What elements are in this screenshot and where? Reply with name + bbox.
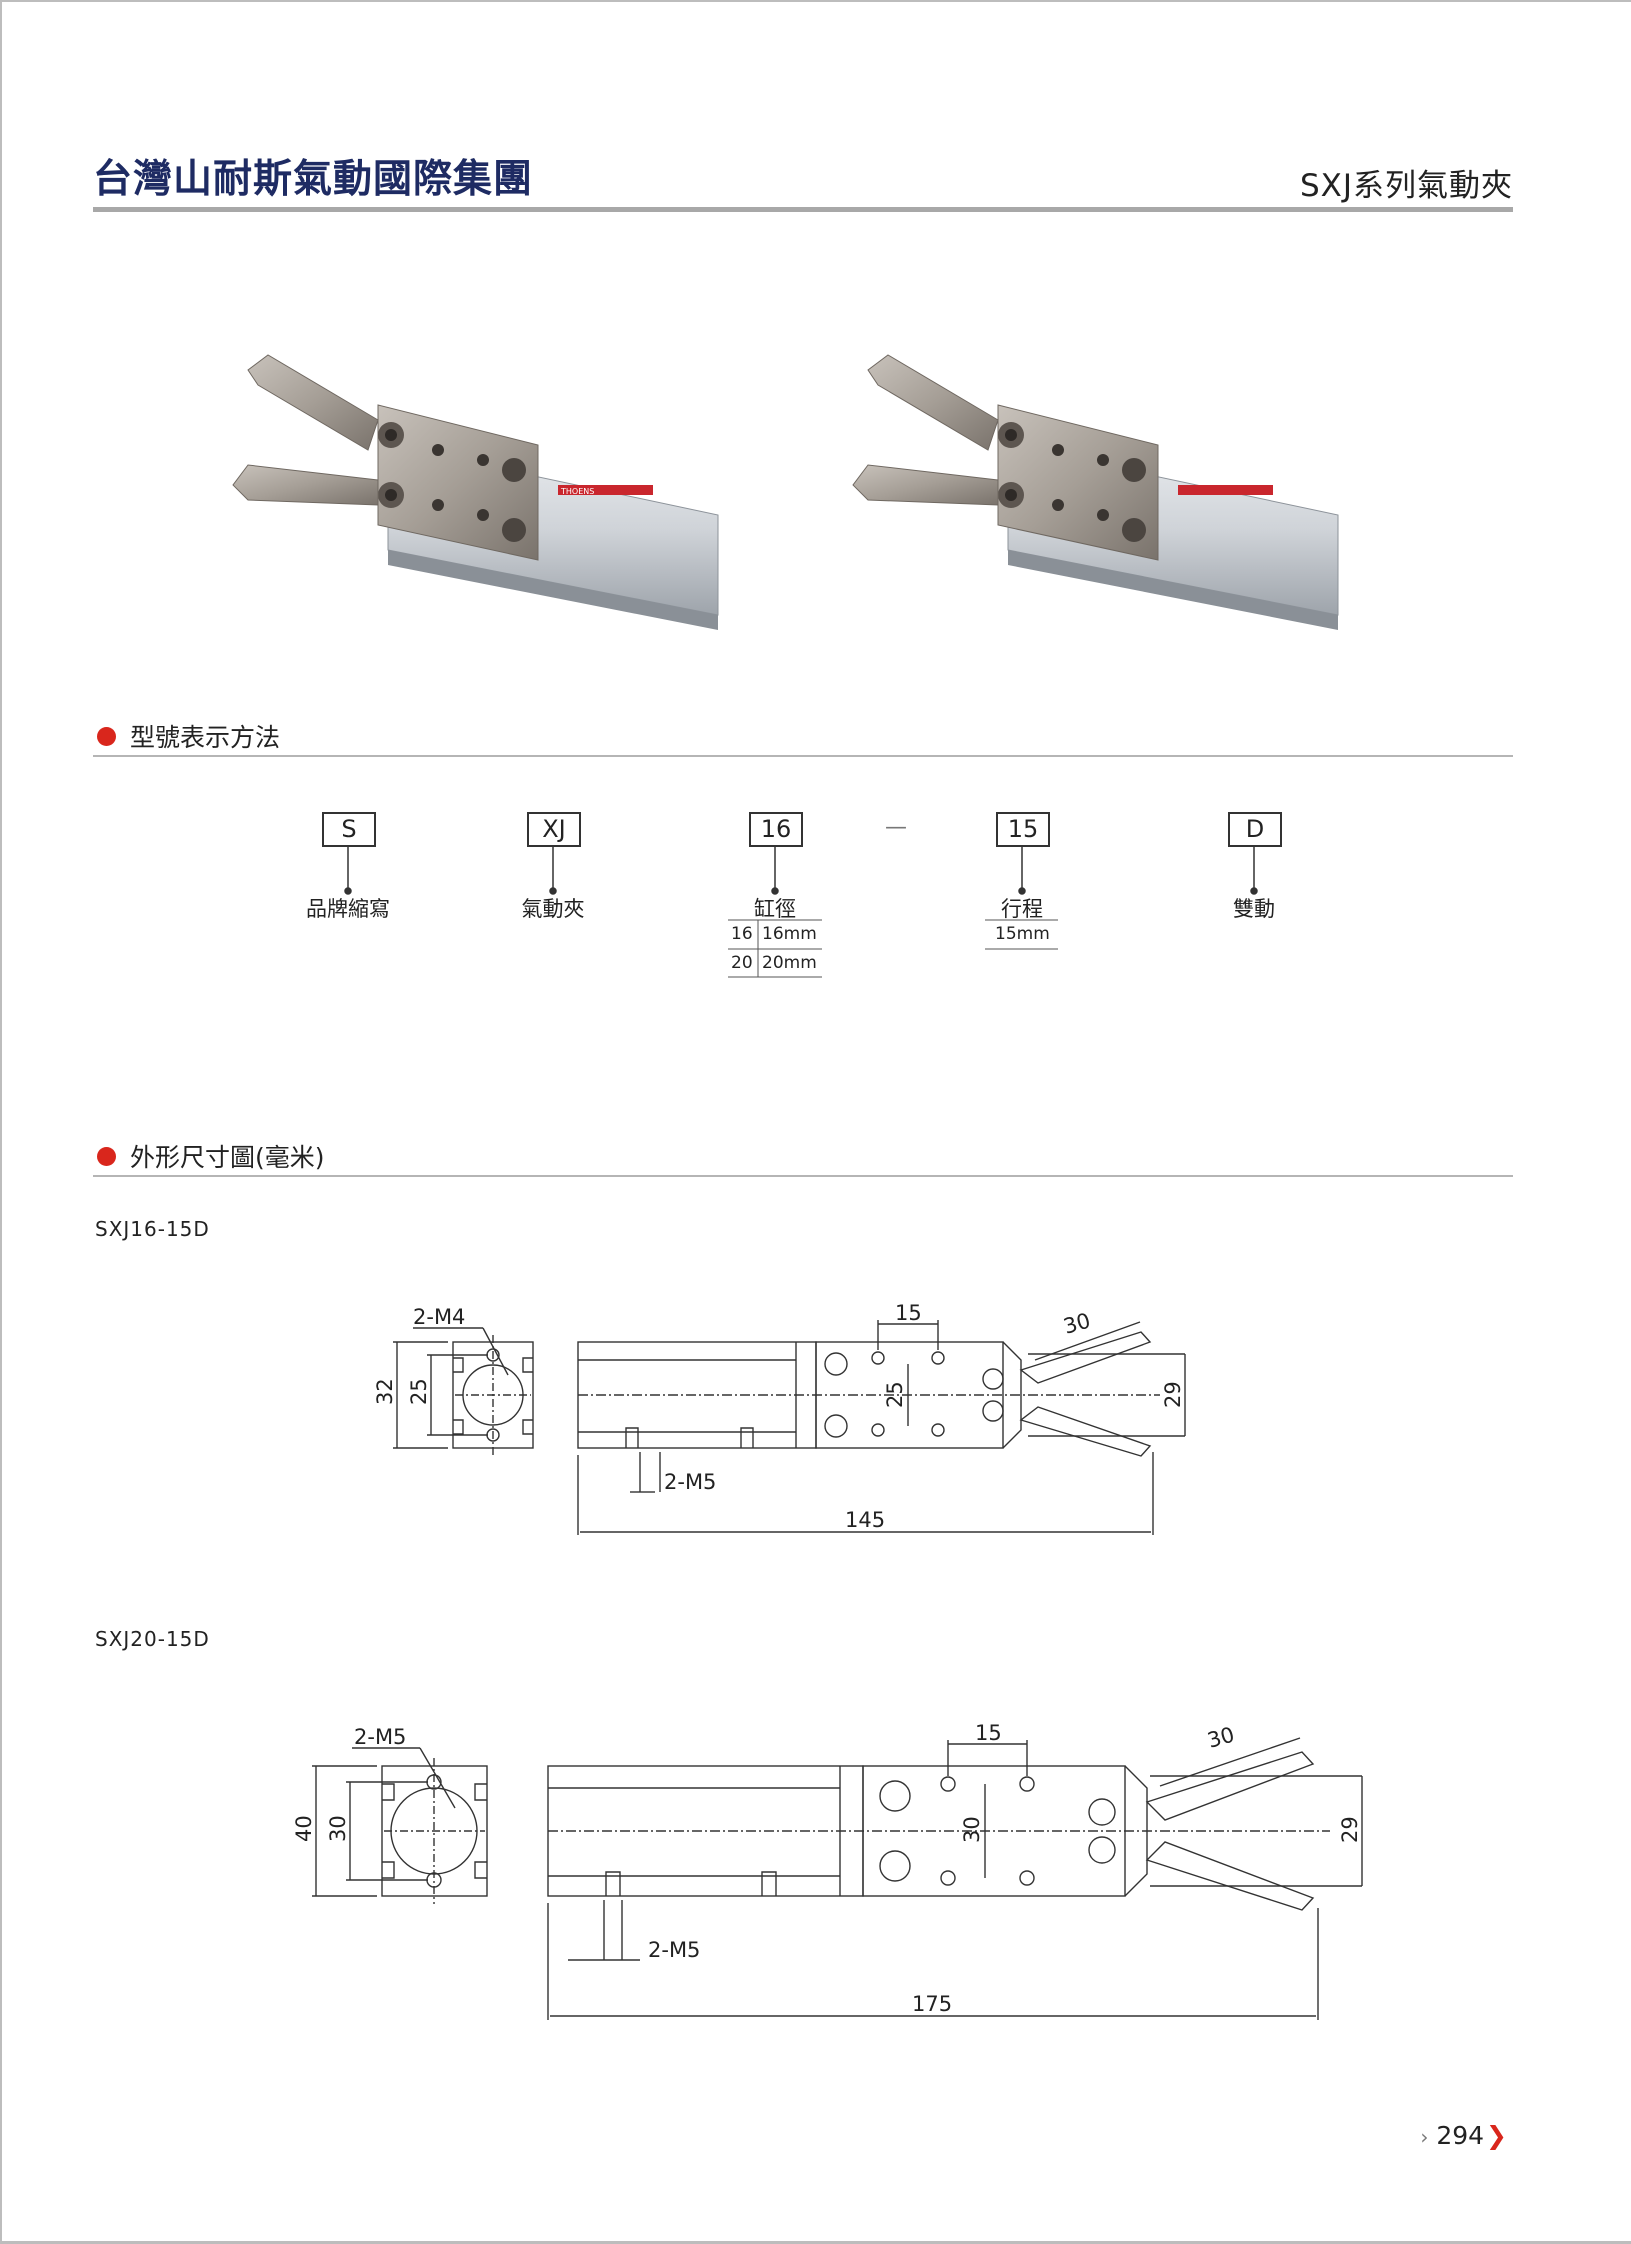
label-center: 25 (883, 1381, 907, 1408)
page-frame-left (0, 0, 2, 2244)
page-frame-top (0, 0, 1631, 2)
section-model-rule (93, 755, 1513, 757)
product-label-text: THOENS (560, 487, 594, 496)
product-label-stripe (558, 485, 653, 495)
code-box-brand: S (322, 812, 376, 847)
label-total-length: 145 (845, 1508, 885, 1532)
label-opening: 29 (1161, 1381, 1185, 1408)
chevron-right-icon: ❯ (1486, 2121, 1507, 2150)
product-photo-right (852, 354, 1339, 630)
bullet-dot-icon (97, 726, 116, 746)
label-total-length: 175 (912, 1992, 952, 2016)
label-outer: 40 (292, 1815, 316, 1842)
section-model-title: 型號表示方法 (130, 723, 281, 752)
label-inner: 25 (407, 1378, 431, 1405)
code-box-stroke: 15 (996, 812, 1050, 847)
label-outer: 32 (373, 1378, 397, 1405)
label-opening: 29 (1338, 1816, 1362, 1843)
product-photos: THOENS (232, 354, 1339, 630)
page-number: › 294❯ (1420, 2121, 1507, 2150)
product-label-stripe (1178, 485, 1273, 495)
bore-table-lines (728, 919, 1058, 978)
label-holes-top: 2-M5 (354, 1725, 406, 1749)
code-label-stroke: 行程 (1001, 897, 1043, 921)
brand-title: 台灣山耐斯氣動國際集團 (93, 157, 534, 202)
label-pitch: 15 (895, 1301, 922, 1325)
section-dimension-heading: 外形尺寸圖(毫米) (97, 1138, 325, 1174)
drawing-sxj16: 2-M4 32 25 2-M5 145 15 30 25 29 (373, 1301, 1186, 1535)
page-number-value: 294 (1436, 2121, 1485, 2150)
label-holes-top: 2-M4 (413, 1305, 465, 1329)
page-frame-bottom (0, 2241, 1631, 2244)
drawing-sxj20: 2-M5 40 30 2-M5 175 15 30 30 29 (292, 1721, 1363, 2020)
label-inner: 30 (326, 1815, 350, 1842)
code-label-action: 雙動 (1233, 897, 1275, 921)
section-dimension-title: 外形尺寸圖(毫米) (130, 1143, 325, 1172)
bore-key-20: 20 (731, 953, 753, 973)
code-label-type: 氣動夾 (521, 897, 585, 921)
label-jaw: 30 (1205, 1722, 1237, 1752)
bore-key-16: 16 (731, 924, 753, 944)
label-holes-bottom: 2-M5 (648, 1938, 700, 1962)
header-rule (93, 207, 1513, 212)
label-center: 30 (960, 1816, 984, 1843)
model-code-connectors (344, 845, 1258, 978)
label-pitch: 15 (975, 1721, 1002, 1745)
chevron-right-small-icon: › (1420, 2125, 1429, 2149)
product-photo-left: THOENS (232, 354, 719, 630)
code-box-bore: 16 (749, 812, 803, 847)
jaw-upper (1019, 1331, 1152, 1384)
code-box-action: D (1228, 812, 1282, 847)
code-label-bore: 缸徑 (754, 897, 796, 921)
jaw-lower (1145, 1841, 1315, 1911)
bore-value-20: 20mm (762, 953, 817, 973)
bore-value-16: 16mm (762, 924, 817, 944)
stroke-value: 15mm (995, 924, 1050, 944)
jaw-upper (1145, 1751, 1315, 1821)
code-box-type: XJ (527, 812, 581, 847)
label-jaw: 30 (1061, 1308, 1093, 1338)
label-holes-bottom: 2-M5 (664, 1470, 716, 1494)
model-title-sxj20: SXJ20-15D (95, 1627, 210, 1651)
model-title-sxj16: SXJ16-15D (95, 1217, 210, 1241)
bullet-dot-icon (97, 1146, 116, 1166)
section-model-heading: 型號表示方法 (97, 718, 280, 754)
code-label-brand: 品牌縮寫 (306, 897, 390, 921)
section-dimension-rule (93, 1175, 1513, 1177)
series-title: SXJ系列氣動夾 (1299, 168, 1513, 204)
jaw-lower (1019, 1406, 1152, 1457)
code-separator: — (885, 815, 907, 840)
